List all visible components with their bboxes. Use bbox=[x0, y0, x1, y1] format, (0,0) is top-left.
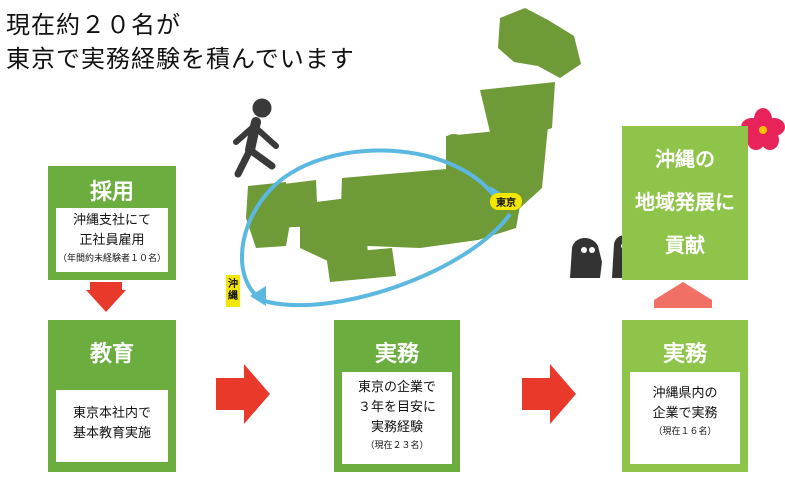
arrow-up-practice-goal bbox=[654, 282, 712, 308]
practice-tokyo-line-3: 実務経験 bbox=[370, 420, 423, 435]
arrow-down-recruit-education-stem bbox=[90, 282, 122, 292]
headline: 現在約２０名が 東京で実務経験を積んでいます bbox=[6, 8, 355, 76]
goal-line-1: 沖縄の bbox=[655, 147, 715, 171]
map-sado bbox=[447, 134, 461, 142]
practice-okinawa-line-2: 企業で実務 bbox=[652, 406, 718, 421]
map-islands bbox=[246, 8, 581, 282]
map-hokkaido bbox=[498, 8, 581, 78]
recruit-note: （年間約未経験者１０名） bbox=[57, 254, 166, 264]
map-kanto-chubu bbox=[340, 168, 520, 248]
practice-tokyo-detail: 東京の企業で ３年を目安に 実務経験 （現在２３名） bbox=[342, 372, 452, 464]
recruit-detail: 沖縄支社にて 正社員雇用 （年間約未経験者１０名） bbox=[56, 208, 168, 272]
route-arrowhead-okinawa bbox=[250, 286, 266, 306]
goal-line-2: 地域発展に bbox=[635, 190, 735, 214]
practice-okinawa-detail: 沖縄県内の 企業で実務 （現在１６名） bbox=[630, 372, 740, 464]
education-title: 教育 bbox=[89, 342, 134, 367]
map-shikoku bbox=[326, 248, 396, 282]
arrow-down-recruit-education bbox=[86, 290, 126, 312]
practice-tokyo-title: 実務 bbox=[374, 342, 419, 367]
okinawa-label: 沖縄 bbox=[226, 275, 240, 307]
education-box: 教育 東京本社内で 基本教育実施 bbox=[48, 320, 176, 472]
arrow-right-practice-okinawa bbox=[522, 364, 576, 424]
practice-tokyo-box: 実務 東京の企業で ３年を目安に 実務経験 （現在２３名） bbox=[334, 320, 460, 472]
education-line-2: 基本教育実施 bbox=[72, 426, 151, 441]
education-line-1: 東京本社内で bbox=[72, 406, 151, 421]
recruit-title: 採用 bbox=[89, 180, 134, 205]
walking-person-icon bbox=[233, 98, 279, 178]
practice-tokyo-note: （現在２３名） bbox=[365, 441, 429, 451]
recruit-line-2: 正社員雇用 bbox=[79, 233, 145, 248]
practice-okinawa-note: （現在１６名） bbox=[653, 427, 717, 437]
practice-okinawa-box: 実務 沖縄県内の 企業で実務 （現在１６名） bbox=[622, 320, 748, 472]
tokyo-label: 東京 bbox=[490, 193, 522, 210]
practice-okinawa-title: 実務 bbox=[662, 342, 707, 367]
headline-line-2: 東京で実務経験を積んでいます bbox=[6, 45, 355, 73]
arrow-right-education-practice bbox=[216, 364, 270, 424]
route-path bbox=[240, 148, 512, 308]
education-detail: 東京本社内で 基本教育実施 bbox=[56, 390, 168, 462]
practice-tokyo-line-2: ３年を目安に bbox=[357, 400, 436, 415]
map-tohoku-north bbox=[480, 82, 555, 140]
goal-line-3: 貢献 bbox=[665, 233, 705, 257]
practice-tokyo-line-1: 東京の企業で bbox=[357, 380, 436, 395]
goal-box: 沖縄の 地域発展に 貢献 bbox=[622, 126, 748, 280]
recruit-box: 採用 沖縄支社にて 正社員雇用 （年間約未経験者１０名） bbox=[48, 166, 176, 280]
hibiscus-icon bbox=[741, 108, 785, 150]
map-kyushu bbox=[246, 182, 292, 248]
recruit-line-1: 沖縄支社にて bbox=[72, 213, 151, 228]
headline-line-1: 現在約２０名が bbox=[6, 11, 181, 39]
practice-okinawa-line-1: 沖縄県内の bbox=[652, 386, 718, 401]
